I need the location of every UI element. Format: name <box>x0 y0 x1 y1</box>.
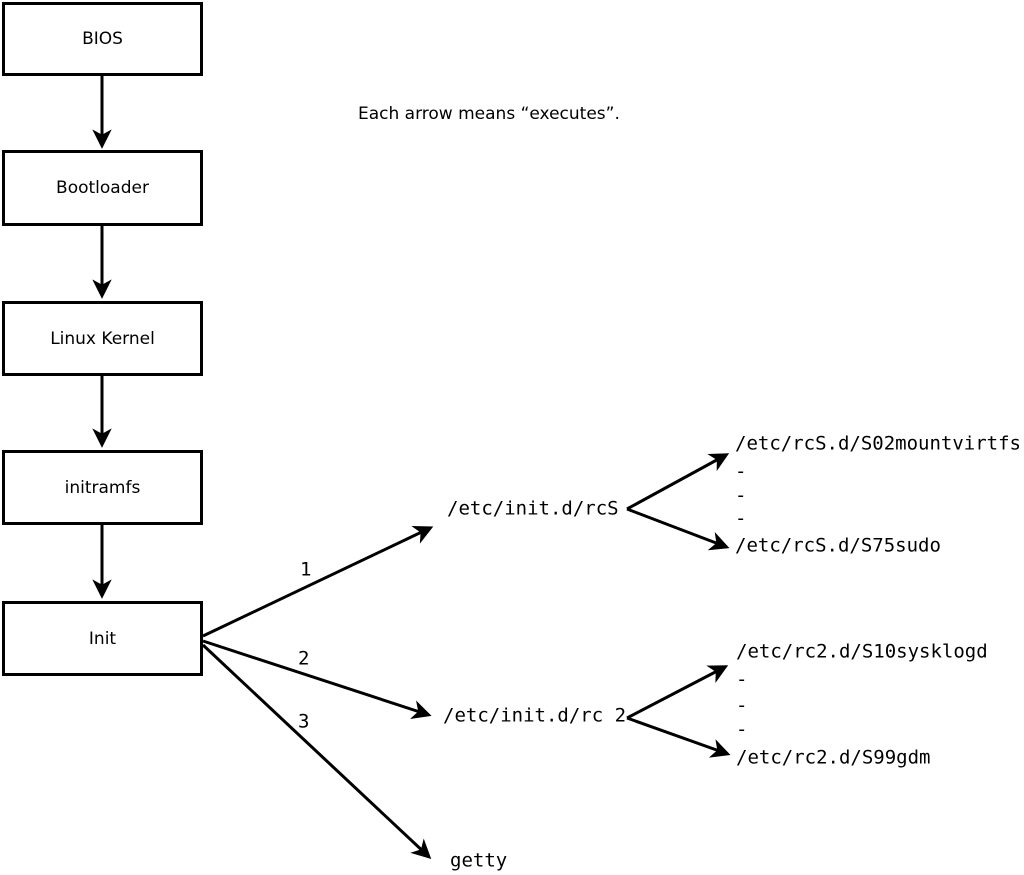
note-arrow-meaning: Each arrow means “executes”. <box>358 104 620 124</box>
label-rcS-ellipsis-dash-1: - <box>735 460 747 483</box>
arrow-rc2-to-s99gdm <box>626 716 731 758</box>
box-bios: BIOS <box>2 2 203 76</box>
label-rc2-ellipsis-dash-1: - <box>736 668 748 691</box>
arrow-init-to-rc2 <box>202 639 432 720</box>
box-initramfs-label: initramfs <box>64 477 141 498</box>
box-initramfs: initramfs <box>2 450 203 525</box>
arrow-rcS-to-s75sudo <box>626 507 730 551</box>
label-rcS-ellipsis-dash-3: - <box>735 507 747 530</box>
box-init-label: Init <box>88 628 117 649</box>
box-bios-label: BIOS <box>82 29 123 49</box>
box-bootloader: Bootloader <box>2 150 203 226</box>
label-rc2-d-s99gdm: /etc/rc2.d/S99gdm <box>736 746 931 769</box>
branch-number-1: 1 <box>300 558 312 581</box>
label-rc2-ellipsis-dash-3: - <box>736 718 748 741</box>
label-rcS-ellipsis-dash-2: - <box>735 484 747 507</box>
arrow-init-to-rcS <box>202 526 434 638</box>
label-etc-init-d-rc2: /etc/init.d/rc 2 <box>443 704 627 727</box>
box-bootloader-label: Bootloader <box>56 178 149 198</box>
box-init: Init <box>2 601 203 676</box>
arrow-rcS-to-s02mountvirtfs <box>626 453 730 511</box>
branch-number-3: 3 <box>298 710 310 733</box>
label-rcS-d-s75sudo: /etc/rcS.d/S75sudo <box>735 534 941 557</box>
box-linux-kernel-label: Linux Kernel <box>50 328 155 349</box>
label-getty: getty <box>450 849 508 872</box>
label-etc-init-d-rcS: /etc/init.d/rcS <box>447 497 619 520</box>
label-rc2-d-s10sysklogd: /etc/rc2.d/S10sysklogd <box>736 640 988 663</box>
box-linux-kernel: Linux Kernel <box>2 301 203 376</box>
label-rcS-d-s02mountvirtfs: /etc/rcS.d/S02mountvirtfs <box>735 432 1021 455</box>
branch-number-2: 2 <box>298 647 310 670</box>
label-rc2-ellipsis-dash-2: - <box>736 694 748 717</box>
arrow-init-to-getty <box>201 643 432 860</box>
arrow-rc2-to-s10sysklogd <box>626 665 729 720</box>
